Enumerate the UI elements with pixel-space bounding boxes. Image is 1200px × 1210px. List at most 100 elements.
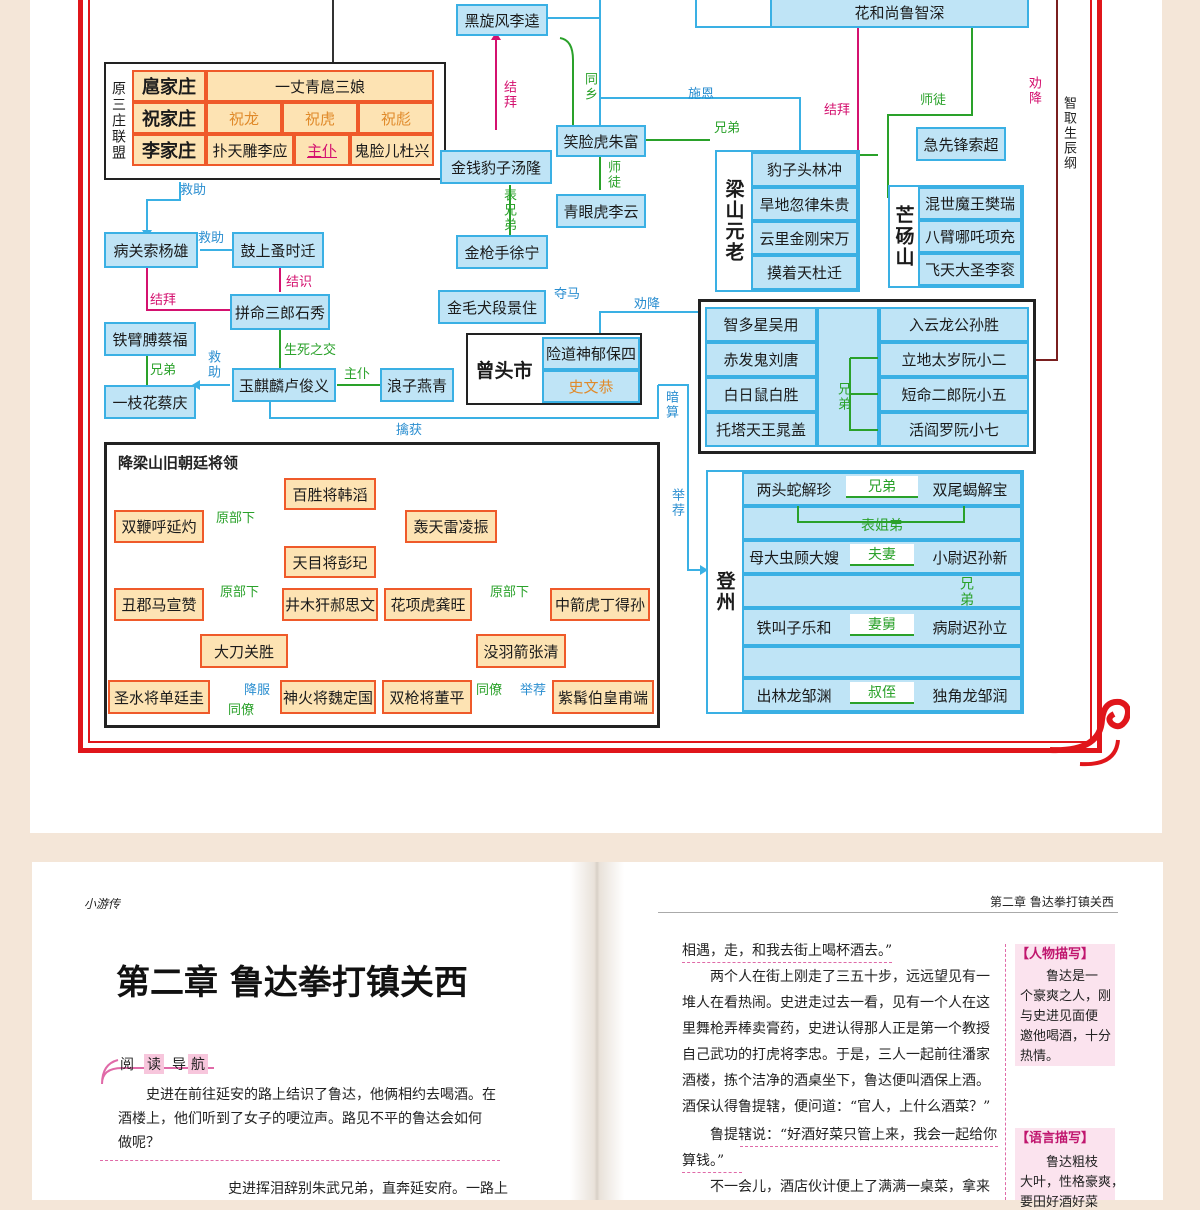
nav-char-4: 航 [188, 1054, 208, 1074]
dengzhou-sunxin: 小尉迟孙新 [932, 548, 1008, 567]
chaogai-middle [817, 307, 879, 447]
note-divider [1005, 944, 1006, 1200]
rel-jiangfu: 降服 [244, 683, 271, 698]
dengzhou-rel-2: 表姐弟 [861, 518, 903, 534]
mangdang-title: 芒砀山 [892, 205, 915, 268]
dengzhou-xiebao: 双尾蝎解宝 [932, 480, 1008, 499]
chaoting-dongping: 双枪将董平 [382, 680, 472, 714]
zhu-biao: 祝彪 [358, 102, 434, 134]
rel-tongliao-1: 同僚 [228, 703, 255, 718]
rel-qinhuo: 擒获 [396, 423, 423, 438]
book-gutter [570, 862, 624, 1200]
chaoting-shantinggui: 圣水将单廷圭 [108, 680, 210, 714]
node-tiebi: 铁臂膊蔡福 [104, 322, 196, 356]
rel-jujian-inner: 举荐 [520, 683, 547, 698]
body-wavy-underline-3 [682, 1172, 742, 1173]
right-header-rule [658, 912, 1118, 913]
chaoting-haosiwen: 井木犴郝思文 [282, 588, 378, 621]
rel-jieshi: 结识 [286, 275, 313, 290]
right-running-header: 第二章 鲁达拳打镇关西 [990, 895, 1114, 909]
nav-text-2: 酒楼上，他们听到了女子的哽泣声。路见不平的鲁达会如何 [118, 1111, 482, 1127]
zhu-hu: 祝虎 [282, 102, 358, 134]
note1-line-5: 热情。 [1020, 1049, 1060, 1064]
note1-line-2: 个豪爽之人，刚 [1020, 989, 1112, 1004]
dengzhou-bracket-2 [797, 506, 965, 523]
dengzhou-rel-7: 叔侄 [850, 682, 914, 704]
rel-jujian: 举荐 [669, 488, 684, 518]
node-yuqilin: 玉麒麟卢俊义 [232, 368, 336, 402]
rel-quanxiang-2: 劝降 [634, 297, 661, 312]
hu-jiazhuang: 扈家庄 [132, 70, 206, 102]
right-body-4: 里舞枪弄棒卖膏药，史进认得那人正是第一个教授 [682, 1021, 990, 1037]
rel-jiebai-3: 结拜 [150, 293, 177, 308]
rel-biaoxiongdi: 表兄弟 [501, 188, 516, 233]
dengzhou-row-4 [742, 574, 1022, 608]
sanzhuang-side-label: 原三庄联盟 [110, 81, 126, 161]
dengzhou-yuehe: 铁叫子乐和 [756, 618, 832, 637]
rel-quanxiang-1: 劝降 [1026, 76, 1041, 106]
dengzhou-rel-4: 兄弟 [958, 576, 974, 608]
left-body-line: 史进挥泪辞别朱武兄弟，直奔延安府。一路上 [228, 1181, 508, 1197]
dengzhou-zourun: 独角龙邹润 [932, 686, 1008, 705]
liangshan-title: 梁山元老 [722, 179, 745, 263]
chaoting-zhangqing: 没羽箭张清 [476, 634, 566, 668]
node-jinqiangshou: 金枪手徐宁 [456, 235, 548, 269]
chapter-title: 第二章 鲁达拳打镇关西 [116, 963, 468, 1003]
liangshan-zhugui: 旱地忽律朱贵 [751, 187, 858, 221]
rel-yuanbuxia-2: 原部下 [220, 585, 260, 600]
li-ying: 扑天雕李应 [206, 134, 294, 166]
right-body-8: 鲁提辖说：“好酒好菜只管上来，我会一起给你 [710, 1127, 998, 1143]
rel-jiuzhu-3: 救助 [205, 350, 220, 380]
mangdang-ligun: 飞天大圣李衮 [918, 253, 1022, 286]
dengzhou-rel-3: 夫妻 [850, 544, 914, 566]
chaogai-baisheng: 白日鼠白胜 [705, 377, 817, 412]
nav-char-3: 导 [172, 1057, 186, 1073]
nav-text-3: 做呢？ [118, 1135, 160, 1151]
chaogai-wuyong: 智多星吴用 [705, 307, 817, 342]
right-body-10: 不一会儿，酒店伙计便上了满满一桌菜，拿来 [710, 1179, 990, 1195]
rel-zhupu: 主仆 [344, 367, 371, 382]
dengzhou-rel-5: 妻舅 [850, 614, 914, 636]
red-frame-inner [88, 0, 1092, 743]
right-body-7: 酒保认得鲁提辖，便问道：“官人，上什么酒菜？” [682, 1099, 991, 1115]
liangshan-linchong: 豹子头林冲 [751, 152, 858, 187]
rel-duoma: 夺马 [554, 287, 581, 302]
zengtou-shiwengong: 史文恭 [542, 370, 640, 403]
node-xiaolianhu: 笑脸虎朱富 [556, 125, 646, 157]
frame-corner-ornament [1049, 698, 1130, 767]
rel-zhiqu: 智取生辰纲 [1061, 96, 1076, 171]
node-heixuanfeng: 黑旋风李逵 [456, 4, 548, 36]
rel-jiuzhu-2: 救助 [198, 231, 225, 246]
rel-yuanbuxia-1: 原部下 [216, 511, 256, 526]
rel-jiebai-1: 结拜 [501, 80, 516, 110]
body-wavy-underline-2 [740, 1146, 998, 1147]
chaogai-rel-label: 兄弟 [835, 382, 850, 412]
note1-box [1015, 944, 1115, 1066]
li-duxing: 鬼脸儿杜兴 [350, 134, 434, 166]
node-huahe: 花和尚鲁智深 [770, 0, 1029, 28]
node-jinqianbao: 金钱豹子汤隆 [440, 150, 552, 184]
node-pinming: 拼命三郎石秀 [230, 294, 330, 330]
right-body-5: 自己武功的打虎将李忠。于是，三人一起前往潘家 [682, 1047, 990, 1063]
chaoting-pengqi: 天目将彭玘 [284, 546, 376, 578]
nav-text-1: 史进在前往延安的路上结识了鲁达，他俩相约去喝酒。在 [146, 1087, 496, 1103]
rel-anshuan: 暗算 [663, 390, 678, 420]
chaogai-liutang: 赤发鬼刘唐 [705, 342, 817, 377]
nav-bottom-rule [100, 1160, 500, 1162]
right-body-9: 算钱。” [682, 1153, 725, 1169]
chaoting-huangfuduan: 紫髯伯皇甫端 [552, 680, 654, 714]
note1-title: 【人物描写】 [1016, 947, 1095, 962]
chaoting-lingzhen: 轰天雷凌振 [405, 510, 497, 543]
note1-line-3: 与史进见面便 [1020, 1009, 1099, 1024]
liangshan-songwan: 云里金刚宋万 [751, 221, 858, 255]
rel-shitu-2: 师徒 [605, 160, 620, 190]
chaoting-xuanzan: 丑郡马宣赞 [114, 588, 204, 621]
rel-shengsi: 生死之交 [284, 343, 337, 358]
dengzhou-sunli: 病尉迟孙立 [932, 618, 1008, 637]
note2-line-2: 大叶，性格豪爽， [1020, 1175, 1125, 1190]
liangshan-duqian: 摸着天杜迁 [751, 255, 858, 290]
rel-tongliao-2: 同僚 [476, 683, 503, 698]
right-body-2: 两个人在街上刚走了三五十步，远远望见有一 [710, 969, 990, 985]
mangdang-fanrui: 混世魔王樊瑞 [918, 187, 1022, 220]
book-left-page [32, 862, 597, 1200]
